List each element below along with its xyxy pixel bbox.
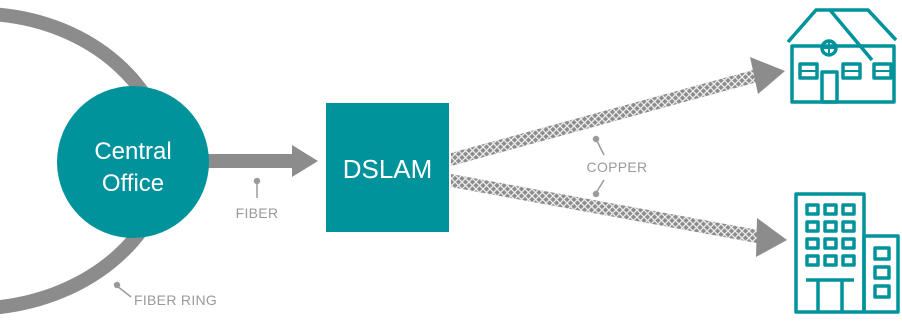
fiber-link <box>205 145 318 177</box>
house-icon <box>786 8 898 104</box>
dslam-label: DSLAM <box>343 154 433 184</box>
dslam-node: DSLAM <box>326 103 449 232</box>
office-building-icon <box>794 192 900 314</box>
copper-link-house <box>451 57 785 166</box>
copper-label: COPPER <box>587 159 648 175</box>
fiber-callout-pointer <box>253 177 261 198</box>
fiber-label: FIBER <box>236 205 279 221</box>
central-office-node: Central Office <box>57 86 209 238</box>
fiber-ring-label: FIBER RING <box>134 292 217 308</box>
central-office-label-line1: Central <box>94 138 171 165</box>
copper-callout-pointer-bottom <box>592 179 605 198</box>
copper-link-office <box>451 174 787 257</box>
fiber-ring-callout-pointer <box>113 281 132 298</box>
copper-callout-pointer-top <box>592 135 605 156</box>
central-office-label-line2: Office <box>102 170 164 197</box>
